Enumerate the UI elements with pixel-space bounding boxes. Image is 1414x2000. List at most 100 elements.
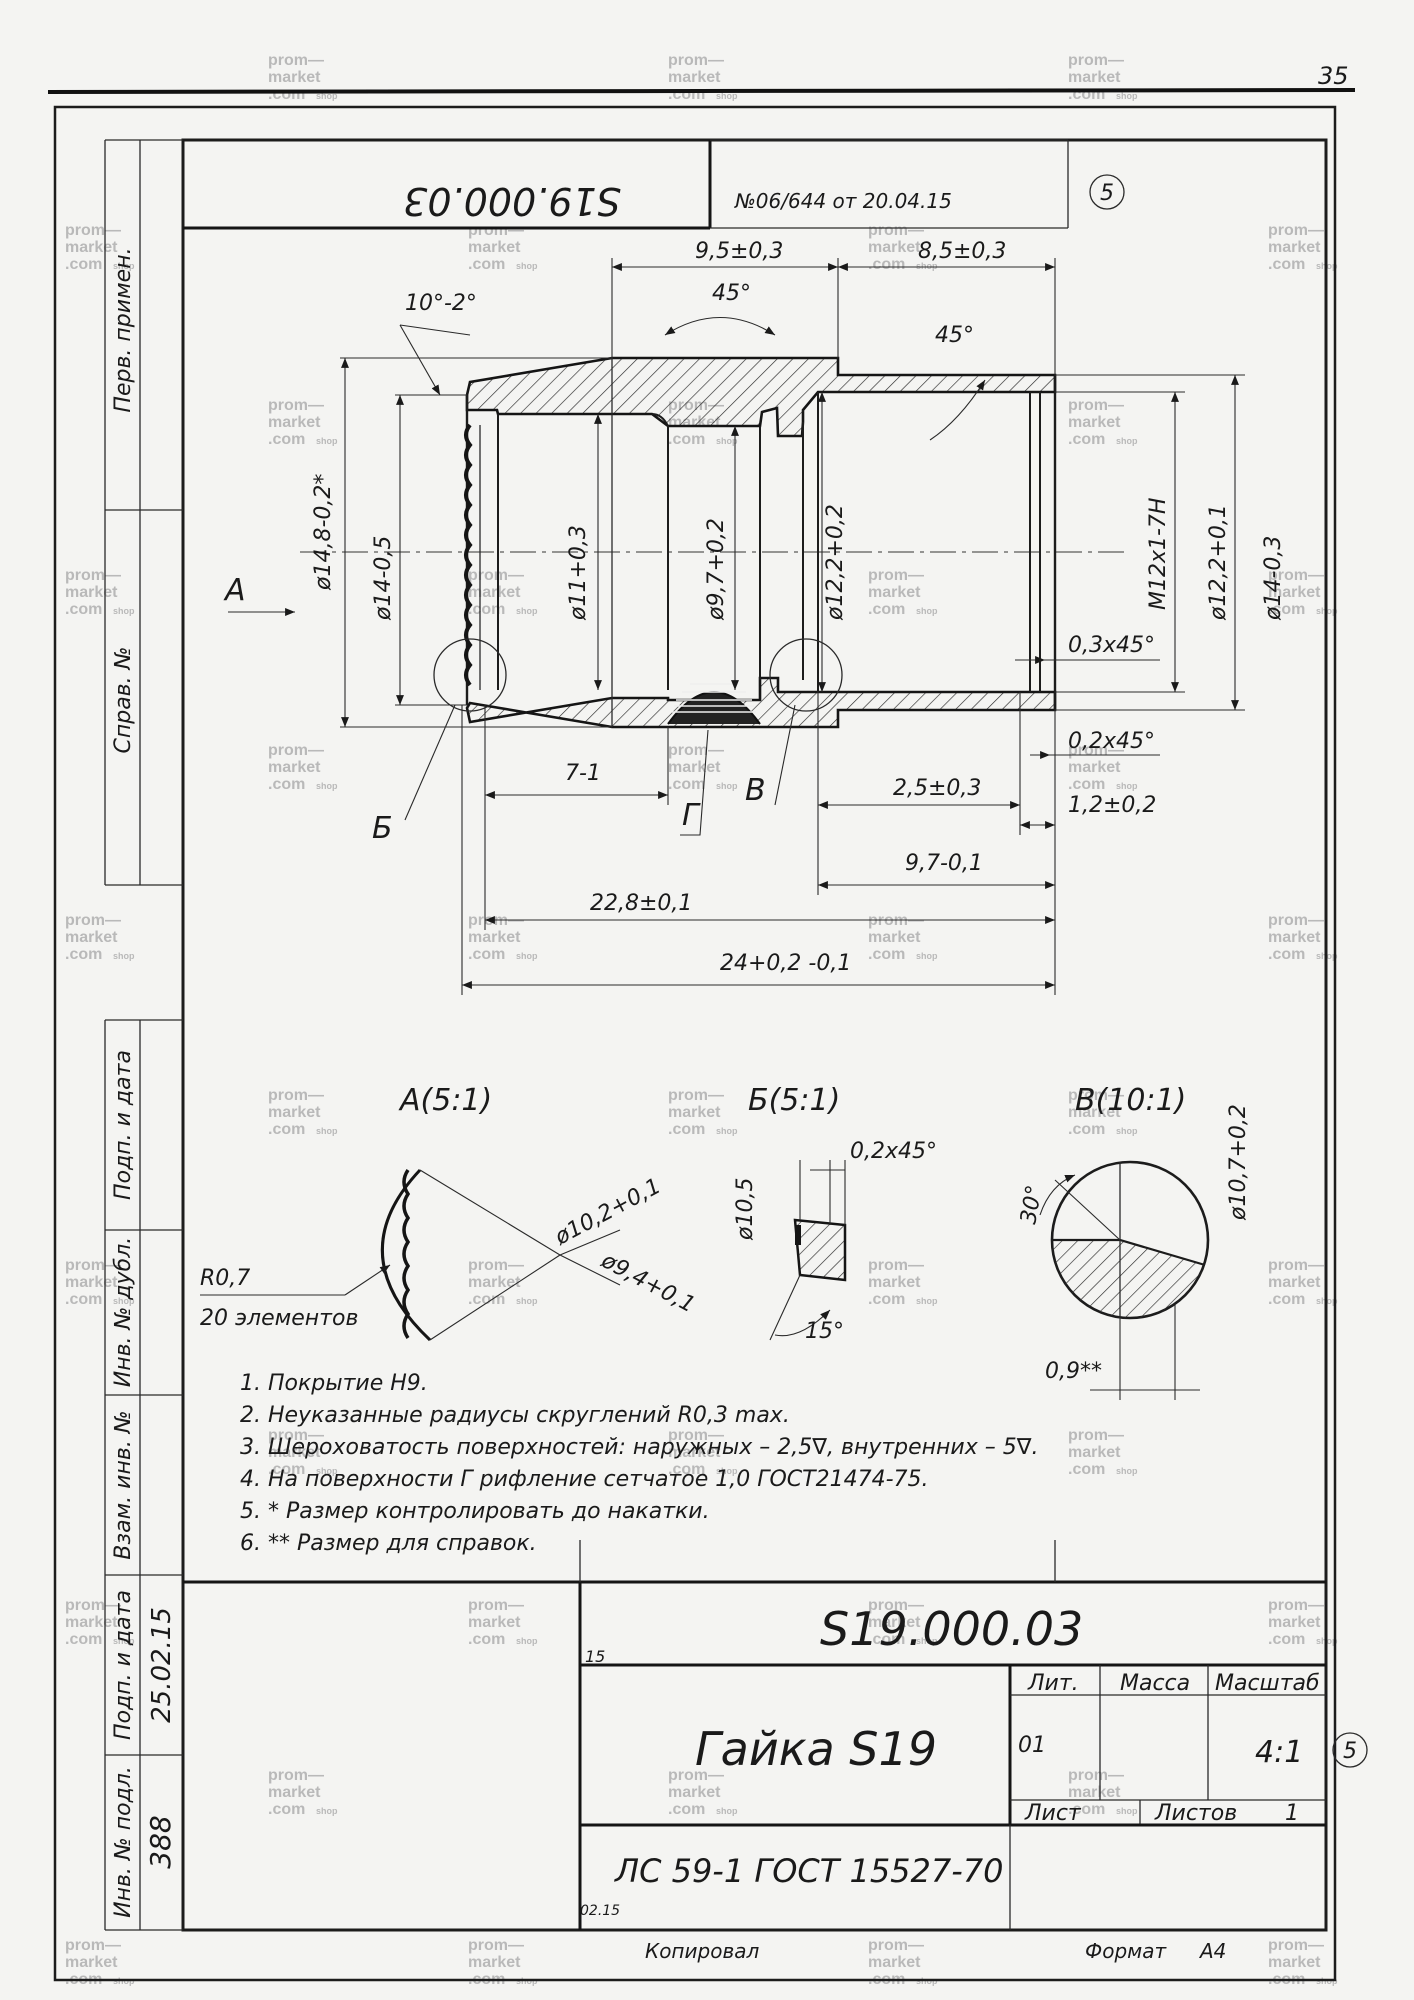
dim-d12-2-right: ø12,2+0,1 <box>1206 504 1231 621</box>
watermark-text: prom— <box>65 912 121 929</box>
watermark-text: .com <box>1268 946 1305 963</box>
watermark-text: .com <box>1068 1121 1105 1138</box>
detail-b: Б(5:1) 0,2x45° ø10,5 15° <box>733 1083 937 1344</box>
bore-outline <box>497 392 1041 692</box>
watermark-text: .com <box>868 1291 905 1308</box>
watermark-text: prom— <box>1068 1427 1124 1444</box>
watermark-text: prom— <box>1268 1597 1324 1614</box>
watermark-suffix: shop <box>716 436 738 446</box>
watermark-text: .com <box>1068 1461 1105 1478</box>
callout-g: Г <box>682 798 701 833</box>
watermark-suffix: shop <box>113 951 135 961</box>
label-perv-primen: Перв. примен. <box>111 247 136 412</box>
watermark-text: market <box>868 929 921 946</box>
material: ЛС 59-1 ГОСТ 15527-70 <box>614 1852 1004 1890</box>
watermark-suffix: shop <box>1116 1126 1138 1136</box>
watermark-text: prom— <box>268 1087 324 1104</box>
outer-frame <box>53 105 1337 1982</box>
revision-mark-2: 5 <box>1343 1739 1357 1764</box>
watermark-text: .com <box>868 601 905 618</box>
sheet-number: 35 <box>1318 62 1349 90</box>
detail-a-count: 20 элементов <box>200 1306 358 1331</box>
watermark-suffix: shop <box>716 1126 738 1136</box>
watermark-suffix: shop <box>113 1636 135 1646</box>
watermark-text: .com <box>65 1631 102 1648</box>
watermark-text: market <box>868 239 921 256</box>
watermark-text: market <box>468 929 521 946</box>
title-block: S19.000.03 Гайка S19 Лит. Масса Масштаб … <box>183 1540 1368 1963</box>
watermark-text: market <box>1268 1614 1321 1631</box>
detail-v-diameter: ø10,7+0,2 <box>1226 1104 1251 1221</box>
watermark-text: market <box>268 414 321 431</box>
sheets-value: 1 <box>1285 1801 1299 1826</box>
watermark-text: prom— <box>468 1597 524 1614</box>
watermark-text: market <box>668 1104 721 1121</box>
watermark-text: market <box>668 1784 721 1801</box>
watermark-text: prom— <box>268 52 324 69</box>
format-value: A4 <box>1198 1939 1226 1963</box>
watermark-suffix: shop <box>113 261 135 271</box>
watermark-text: .com <box>65 256 102 273</box>
watermark-text: .com <box>268 1121 305 1138</box>
dim-chamfer-02: 0,2x45° <box>1068 729 1155 754</box>
watermark-text: prom— <box>1068 1087 1124 1104</box>
dim-d14-8: ø14,8-0,2* <box>311 474 336 591</box>
note-line: 5. * Размер контролировать до накатки. <box>240 1499 710 1524</box>
watermark-text: .com <box>468 256 505 273</box>
watermark-text: prom— <box>668 1427 724 1444</box>
watermark-suffix: shop <box>113 1296 135 1306</box>
detail-a-d1: ø10,2+0,1 <box>550 1174 665 1251</box>
handwritten-inv-number: 388 <box>144 1815 177 1868</box>
lit-value: 01 <box>1018 1733 1046 1758</box>
watermark-text: market <box>1068 69 1121 86</box>
watermark-text: prom— <box>468 222 524 239</box>
watermark-text: .com <box>468 1291 505 1308</box>
watermark-suffix: shop <box>316 781 338 791</box>
label-inv-no-podl: Инв. № подл. <box>111 1766 136 1918</box>
watermark-text: .com <box>1268 256 1305 273</box>
watermark-text: .com <box>65 601 102 618</box>
dim-9-7-len: 9,7-0,1 <box>905 851 983 876</box>
dim-24: 24+0,2 -0,1 <box>720 951 851 976</box>
label-podp-i-data: Подп. и дата <box>111 1050 136 1200</box>
watermark-text: .com <box>1268 601 1305 618</box>
detail-b-angle: 15° <box>805 1319 844 1344</box>
revision-mark: 5 <box>1100 181 1114 206</box>
small-mark: 15 <box>585 1647 605 1666</box>
detail-v: В(10:1) 30° ø10,7+0,2 0,9** <box>1016 1083 1251 1400</box>
view-arrow-label: A <box>223 573 246 608</box>
detail-a-radius: R0,7 <box>200 1266 250 1291</box>
watermark-text: prom— <box>1068 52 1124 69</box>
watermark-suffix: shop <box>316 436 338 446</box>
left-side-columns: Перв. примен. Справ. № Подп. и дата Инв.… <box>104 139 183 1931</box>
face-serration <box>464 423 481 690</box>
technical-notes: 1. Покрытие Н9.2. Неуказанные радиусы ск… <box>240 1371 1038 1556</box>
watermark-text: prom— <box>868 1257 924 1274</box>
watermark-text: market <box>468 1614 521 1631</box>
dim-7: 7-1 <box>565 761 601 786</box>
watermark-text: .com <box>468 601 505 618</box>
watermark-suffix: shop <box>516 1636 538 1646</box>
watermark-text: prom— <box>65 222 121 239</box>
watermark-text: market <box>65 929 118 946</box>
dim-1-2: 1,2±0,2 <box>1068 793 1156 818</box>
watermark-text: market <box>868 1954 921 1971</box>
watermark-text: .com <box>868 946 905 963</box>
watermark-text: market <box>868 1614 921 1631</box>
watermark-suffix: shop <box>916 606 938 616</box>
registration-stamp: №06/644 от 20.04.15 <box>734 189 952 213</box>
watermark-suffix: shop <box>916 1636 938 1646</box>
watermark-text: .com <box>65 1291 102 1308</box>
main-section-view: 9,5±0,3 8,5±0,3 10°-2° 45° 45° ø14,8-0,2… <box>223 239 1286 995</box>
header-code-rotated: S19.000.03 <box>403 179 621 223</box>
watermark-text: market <box>268 69 321 86</box>
